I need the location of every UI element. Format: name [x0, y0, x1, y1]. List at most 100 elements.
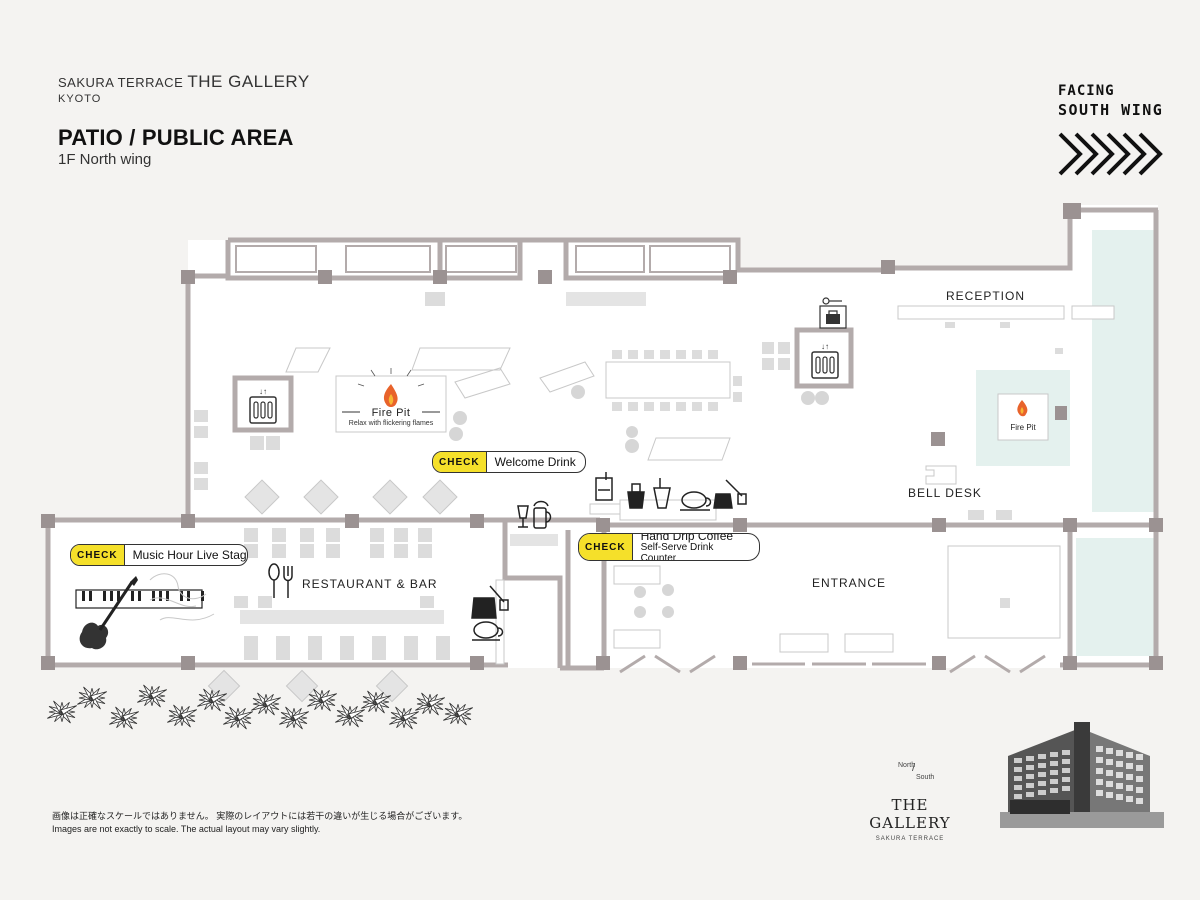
piano-black-key	[180, 591, 183, 601]
pillars	[41, 203, 1163, 670]
disclaimer-ja: 画像は正確なスケールではありません。 実際のレイアウトには若干の違いが生じる場合…	[52, 811, 468, 821]
building-window	[1106, 748, 1113, 754]
welcome-drink-icons	[517, 500, 552, 529]
brand-name: THE GALLERY	[187, 72, 310, 91]
building-window	[1014, 758, 1022, 763]
piano-black-key	[82, 591, 85, 601]
building-window	[1096, 779, 1103, 785]
brand-prefix: SAKURA TERRACE	[58, 75, 184, 90]
chevrons-right-icon	[1058, 132, 1163, 176]
building-window	[1106, 792, 1113, 798]
restaurant-bar-label: RESTAURANT & BAR	[302, 577, 438, 591]
plant	[443, 702, 473, 726]
facing-line1: FACING	[1058, 83, 1115, 99]
coffee-callout: CHECK Hand Drip Coffee Self-Serve Drink …	[578, 533, 760, 561]
building-window	[1026, 756, 1034, 761]
building-window	[1136, 798, 1143, 804]
check-badge: CHECK	[579, 534, 633, 560]
logo-north: North	[898, 762, 916, 769]
building-window	[1136, 776, 1143, 782]
building-window	[1038, 790, 1046, 795]
coffee-title: Hand Drip Coffee	[640, 533, 734, 543]
piano-black-key	[110, 591, 113, 601]
page-title: PATIO / PUBLIC AREA	[58, 125, 294, 150]
building-window	[1126, 785, 1133, 791]
plant	[109, 706, 139, 730]
building-window	[1026, 774, 1034, 779]
building-window	[1062, 759, 1070, 764]
building-window	[1014, 767, 1022, 772]
plant	[389, 706, 419, 730]
plant	[197, 688, 227, 712]
bell-desk-label: BELL DESK	[908, 486, 982, 500]
building-window	[1014, 785, 1022, 790]
building-window	[1116, 783, 1123, 789]
tea-icons	[471, 585, 509, 641]
pool-lower	[1076, 538, 1154, 656]
building-window	[1136, 765, 1143, 771]
entrance-label: ENTRANCE	[812, 576, 887, 590]
piano-guitar-icon	[75, 573, 215, 650]
window-lines	[619, 654, 1046, 674]
piano-black-key	[187, 591, 190, 601]
pool-upper	[1092, 230, 1154, 512]
building-window	[1050, 770, 1058, 775]
building-window	[1026, 765, 1034, 770]
garden-plants	[47, 684, 473, 730]
building-window	[1062, 786, 1070, 791]
building-window	[1038, 772, 1046, 777]
plant	[361, 690, 391, 714]
building-window	[1106, 759, 1113, 765]
building-window	[1116, 750, 1123, 756]
plant	[223, 706, 253, 730]
piano-black-key	[166, 591, 169, 601]
building-window	[1062, 750, 1070, 755]
plant	[137, 684, 167, 708]
fire-pit-small-label: Fire Pit	[1010, 423, 1036, 432]
piano-black-key	[138, 591, 141, 601]
fire-pit-title: Fire Pit	[371, 407, 411, 419]
building-window	[1116, 772, 1123, 778]
building-window	[1106, 781, 1113, 787]
welcome-drink-text: Welcome Drink	[494, 455, 576, 469]
music-hour-text: Music Hour Live Stage	[132, 548, 248, 562]
building-window	[1136, 754, 1143, 760]
building-window	[1126, 774, 1133, 780]
building-window	[1050, 788, 1058, 793]
plant	[167, 704, 197, 728]
furniture	[194, 292, 1115, 665]
disclaimer-en: Images are not exactly to scale. The act…	[52, 824, 321, 834]
diamond-tables	[207, 479, 458, 703]
building-window	[1116, 794, 1123, 800]
page-subtitle: 1F North wing	[58, 151, 152, 168]
building-window	[1136, 787, 1143, 793]
building-window	[1126, 763, 1133, 769]
building-window	[1096, 757, 1103, 763]
building-window	[1096, 768, 1103, 774]
logo-south: South	[916, 774, 935, 781]
building-window	[1116, 761, 1123, 767]
gallery-logo: North / South THE GALLERY SAKURA TERRACE	[850, 760, 970, 842]
building-window	[1106, 770, 1113, 776]
welcome-drink-callout: CHECK Welcome Drink	[432, 451, 586, 473]
elevator-right: ↓↑	[794, 327, 854, 389]
building-window	[1038, 781, 1046, 786]
alcoves	[235, 245, 731, 273]
cutlery-icon	[268, 563, 293, 598]
plant	[415, 692, 445, 716]
building-window	[1096, 746, 1103, 752]
music-hour-callout: CHECK Music Hour Live Stage	[70, 544, 248, 566]
brand-header: SAKURA TERRACE THE GALLERY KYOTO	[58, 72, 310, 105]
building-window	[1096, 790, 1103, 796]
coffee-counter-icons	[595, 472, 747, 511]
building-window	[1026, 792, 1034, 797]
check-badge: CHECK	[433, 452, 487, 472]
plan-interior	[48, 205, 1158, 668]
building-window	[1026, 783, 1034, 788]
plant	[335, 704, 365, 728]
plant	[279, 706, 309, 730]
fire-pit-small	[997, 393, 1049, 441]
building-window	[1014, 776, 1022, 781]
svg-text:↓↑: ↓↑	[259, 387, 267, 396]
